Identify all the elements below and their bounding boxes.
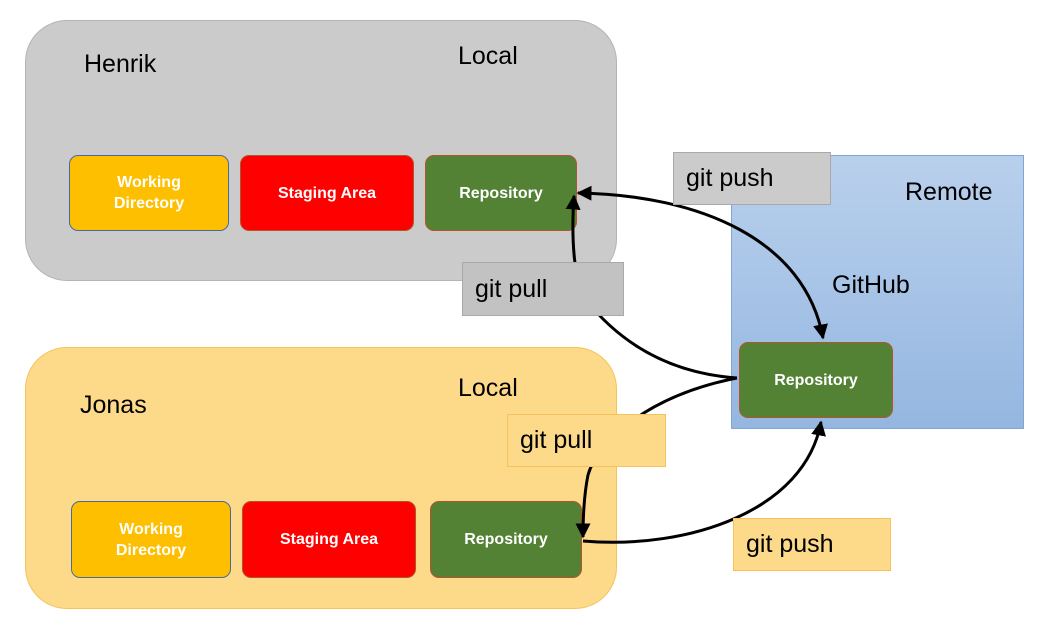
- henrik-push-label: git push: [673, 152, 831, 205]
- jonas-pull-label: git pull: [507, 414, 666, 467]
- jonas-local-label: Local: [458, 374, 518, 402]
- henrik-push-arrow: [576, 185, 828, 340]
- henrik-repository: Repository: [425, 155, 577, 231]
- remote-label: Remote: [905, 178, 993, 206]
- jonas-staging-area: Staging Area: [242, 501, 416, 578]
- henrik-working-directory: Working Directory: [69, 155, 229, 231]
- henrik-name: Henrik: [84, 50, 157, 78]
- henrik-pull-label: git pull: [462, 262, 624, 316]
- henrik-local-label: Local: [458, 42, 518, 70]
- jonas-repository: Repository: [430, 501, 582, 578]
- henrik-staging-area: Staging Area: [240, 155, 414, 231]
- jonas-push-arrow: [582, 420, 826, 544]
- github-label: GitHub: [832, 271, 910, 299]
- jonas-push-label: git push: [733, 518, 891, 571]
- jonas-name: Jonas: [80, 391, 147, 419]
- henrik-local-panel: [25, 20, 617, 281]
- remote-repository: Repository: [739, 342, 893, 418]
- jonas-working-directory: Working Directory: [71, 501, 231, 578]
